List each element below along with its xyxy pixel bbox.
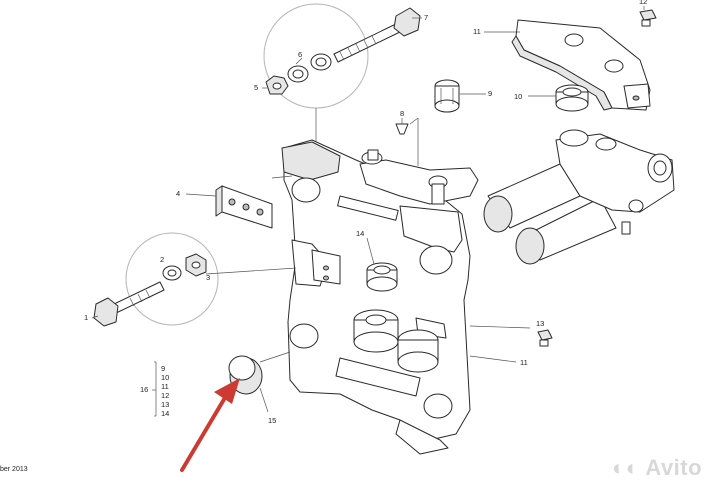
callout-4: 4	[176, 189, 180, 198]
callout-6: 6	[298, 50, 302, 59]
callout-11-top: 11	[473, 27, 481, 36]
bolt-12	[639, 9, 657, 27]
callout-7: 7	[424, 13, 428, 22]
callout-14: 14	[356, 229, 364, 238]
callout-9: 9	[488, 89, 492, 98]
bushing-14	[366, 262, 398, 292]
group16-item: 11	[161, 382, 169, 391]
callout-16: 16	[140, 385, 148, 394]
lower-bosses	[353, 309, 439, 373]
watermark-logo: ◐◐ Avito	[612, 455, 703, 480]
fitting-8	[395, 123, 409, 135]
leader-lines	[91, 6, 645, 417]
washer-6	[287, 53, 332, 83]
hydraulic-cylinders	[483, 129, 675, 265]
detail-circle-left	[125, 232, 219, 326]
group16-item: 12	[161, 391, 169, 400]
group16-item: 13	[161, 400, 169, 409]
bolt-1	[93, 281, 165, 327]
group16-item: 14	[161, 409, 169, 418]
bushing-10	[555, 84, 589, 112]
callout-10: 10	[514, 92, 522, 101]
callout-15: 15	[268, 416, 276, 425]
group16-item: 10	[161, 373, 169, 382]
callout-1: 1	[84, 313, 88, 322]
callout-2: 2	[160, 255, 164, 264]
cap-15	[228, 355, 263, 395]
nut-3	[185, 253, 207, 277]
footer-date: ber 2013	[0, 466, 28, 473]
group16-item: 9	[161, 364, 165, 373]
washer-2	[162, 265, 182, 281]
callout-11-bottom: 11	[520, 358, 528, 367]
nut-5	[265, 75, 289, 95]
bushing-9	[434, 79, 460, 113]
callout-12: 12	[639, 0, 647, 6]
callout-8: 8	[400, 109, 404, 118]
bolt-13	[537, 329, 553, 347]
frame-top-cylinder	[359, 149, 479, 205]
red-arrow	[180, 378, 240, 472]
bracket-11-top	[511, 19, 651, 111]
bolt-7	[333, 7, 421, 63]
plate-4	[215, 185, 273, 229]
callout-labels: 7 6 5 11 12 9 10 8 4 14 2 3 1 13 11 15 1…	[84, 0, 647, 425]
callout-13: 13	[536, 319, 544, 328]
callout-3: 3	[206, 273, 210, 282]
callout-5: 5	[254, 83, 258, 92]
